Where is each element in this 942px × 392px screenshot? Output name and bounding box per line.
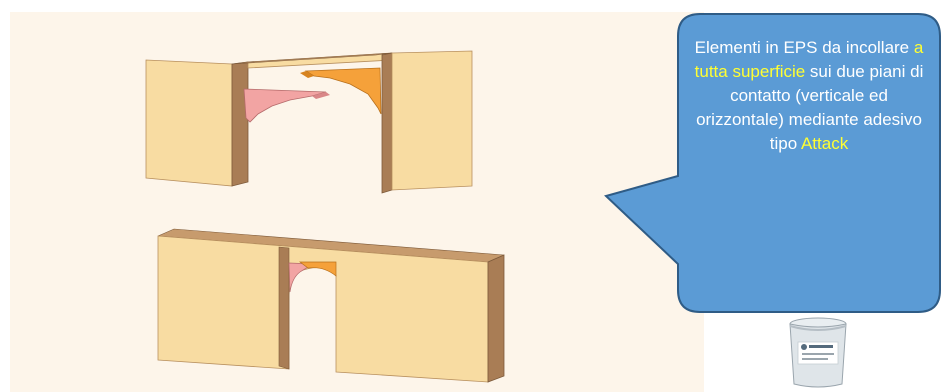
callout-text-part-1: Elementi in EPS da incollare — [695, 38, 914, 57]
callout-highlight-attack: Attack — [801, 134, 848, 153]
adhesive-bucket-icon — [788, 316, 848, 388]
callout-text: Elementi in EPS da incollare a tutta sup… — [690, 36, 928, 156]
